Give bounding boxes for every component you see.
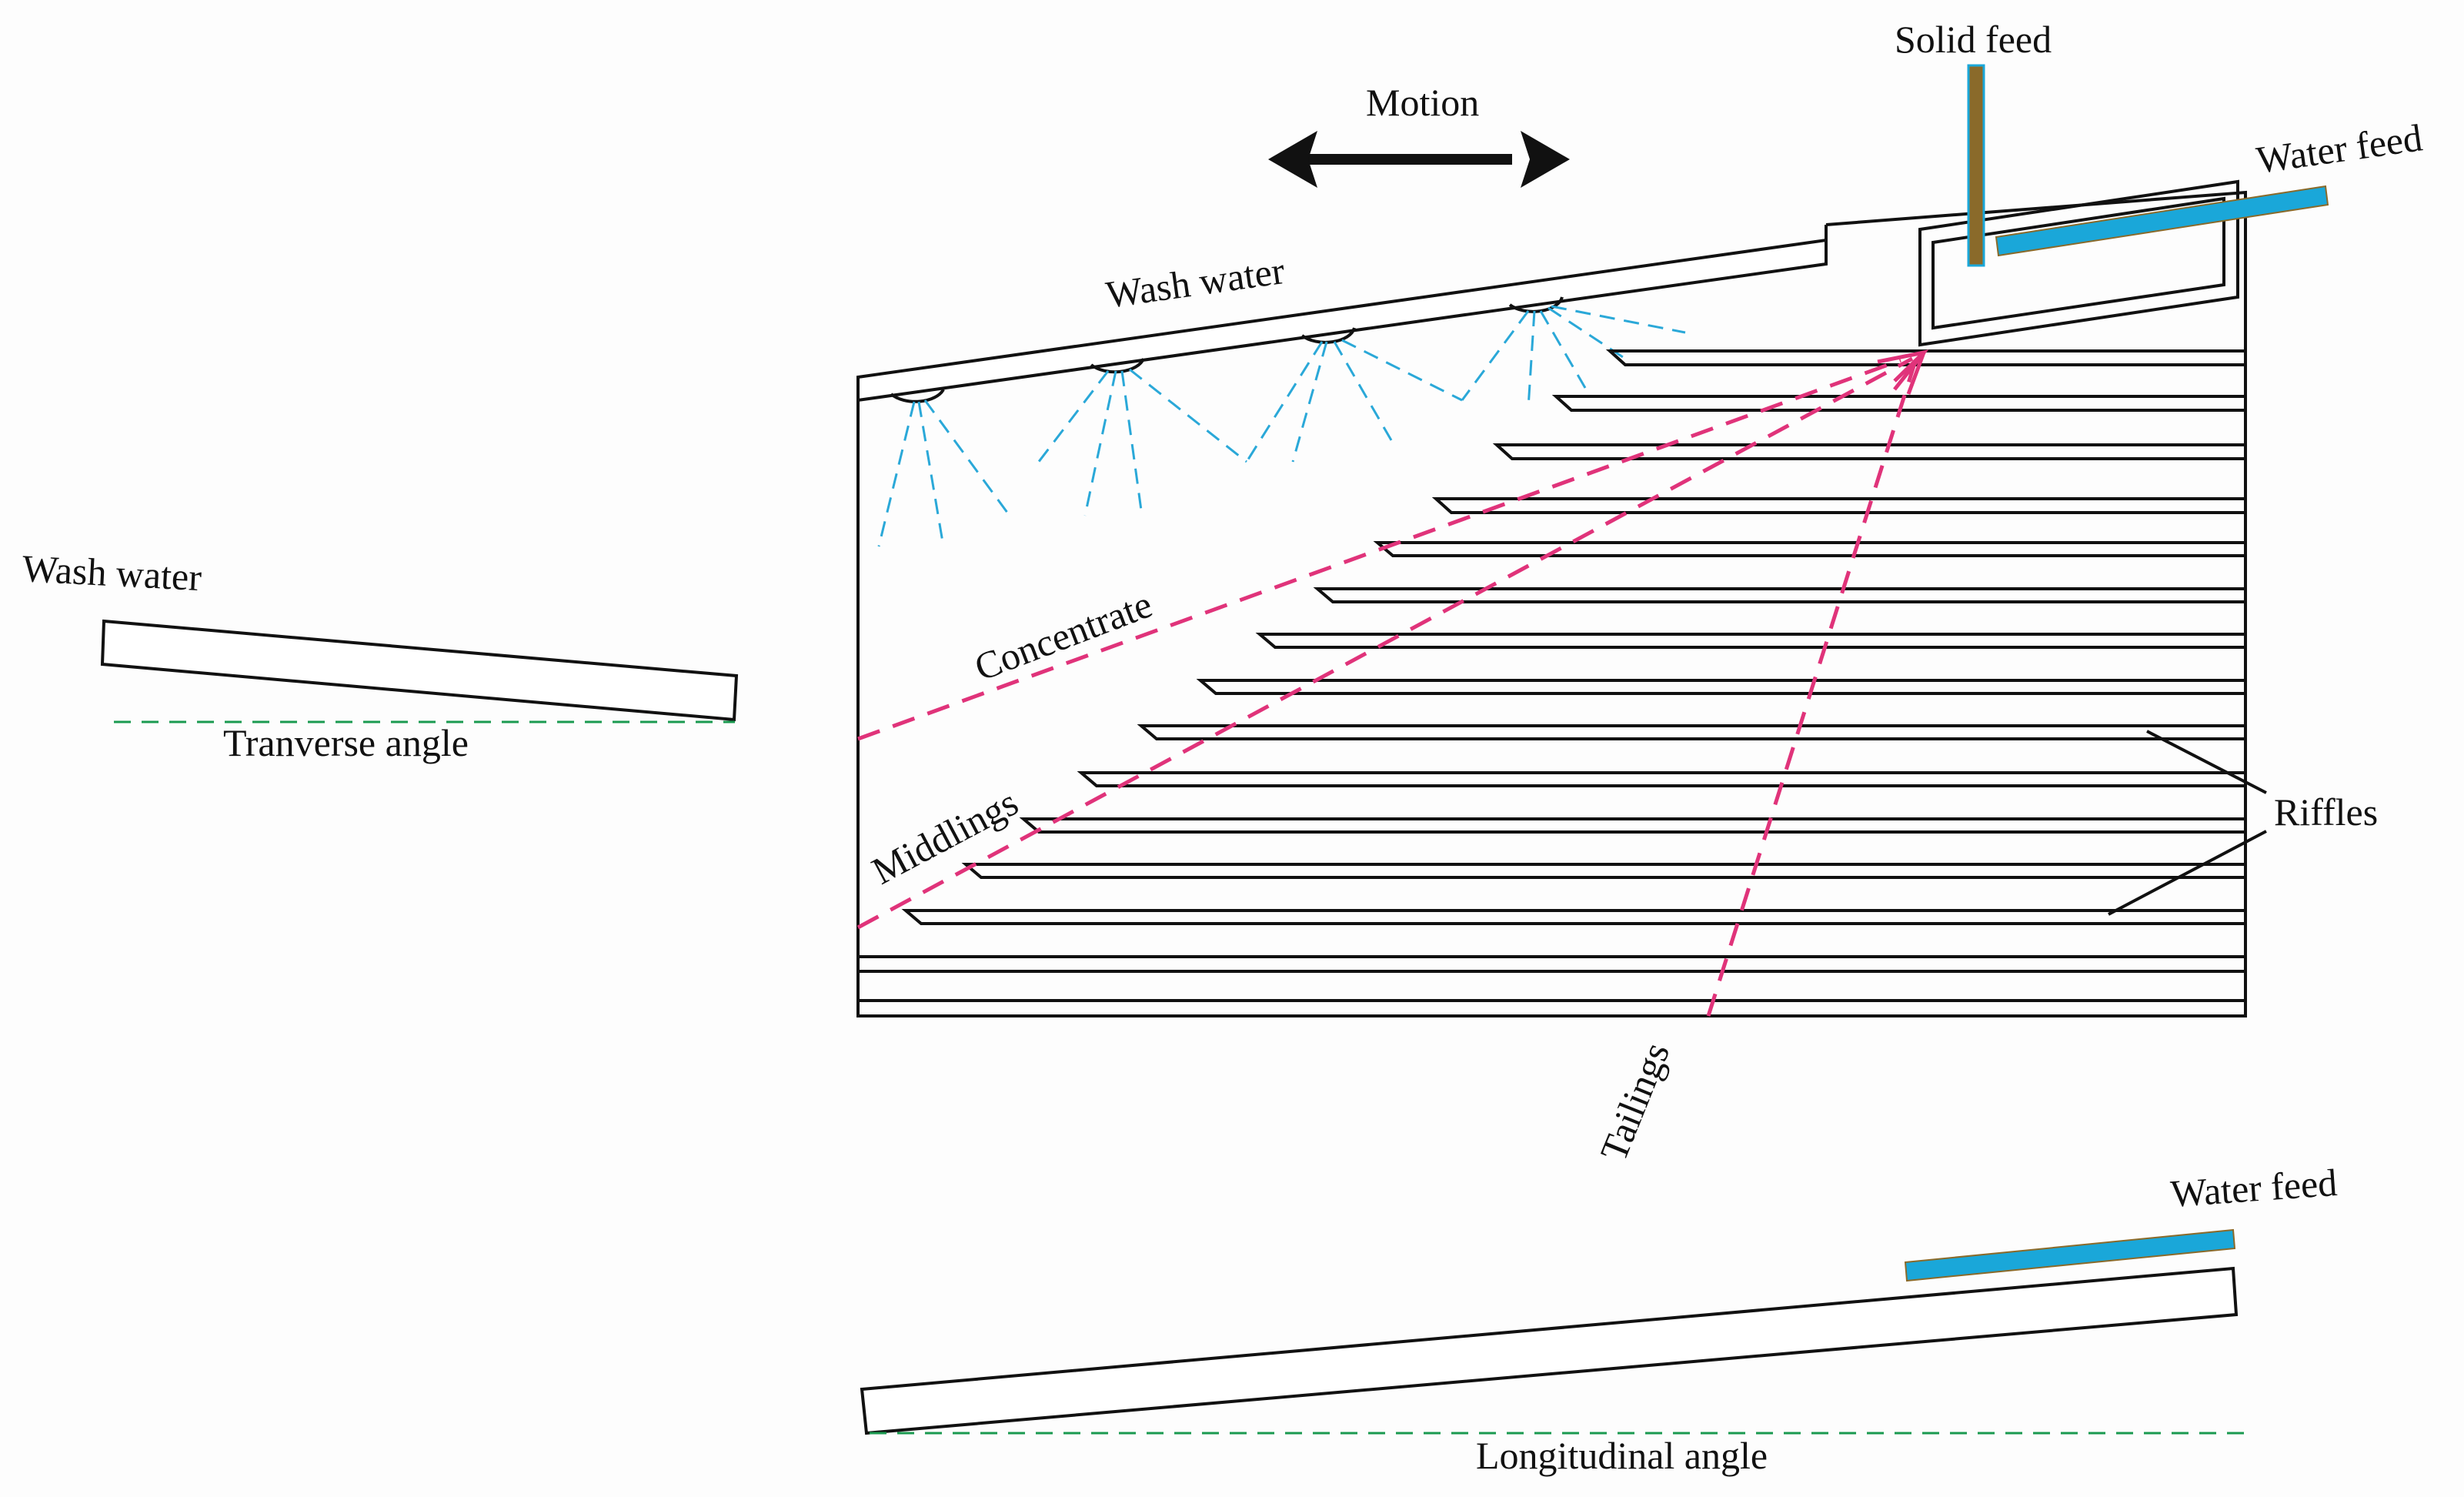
solid-feed-pipe <box>1967 64 1985 267</box>
riffle <box>1492 443 2245 460</box>
wash-water-launder <box>856 238 1828 403</box>
transverse-angle-label: Tranverse angle <box>223 721 469 764</box>
riffle <box>1605 349 2245 366</box>
middlings-label: Middlings <box>865 780 1025 893</box>
wash-water-top-label: Wash water <box>1103 249 1287 316</box>
water-feed-top-label: Water feed <box>2254 115 2425 182</box>
riffle <box>1551 395 2245 412</box>
motion-group: Motion <box>1268 81 1570 188</box>
concentrate-path <box>857 358 1901 741</box>
riffle <box>1077 771 2245 787</box>
tailings-label: Tailings <box>1591 1036 1678 1167</box>
riffle <box>1137 724 2245 740</box>
riffle <box>1019 817 2245 834</box>
flow-paths <box>856 356 1918 1017</box>
transverse-view: Wash water Tranverse angle <box>21 546 739 764</box>
riffles-label: Riffles <box>2274 790 2378 834</box>
riffle <box>901 909 2245 925</box>
double-headed-arrow-icon <box>1268 131 1570 188</box>
water-feed-pipe-top <box>1995 185 2329 257</box>
concentrate-label: Concentrate <box>969 582 1158 689</box>
main-table: Solid feed Water feed Wash water Concent… <box>856 18 2425 1167</box>
longitudinal-table-deck <box>860 1266 2239 1435</box>
riffle <box>961 863 2245 879</box>
longitudinal-view: Water feed Longitudinal angle <box>860 1161 2339 1477</box>
solid-feed-label: Solid feed <box>1895 18 2052 61</box>
water-feed-pipe-bottom <box>1904 1228 2236 1282</box>
feed-box-outer <box>1918 179 2239 347</box>
flow-arrowheads <box>1877 349 1929 395</box>
table-outline <box>856 190 2247 1017</box>
longitudinal-angle-label: Longitudinal angle <box>1476 1434 1768 1477</box>
riffle <box>1313 587 2245 603</box>
transverse-table-deck <box>100 619 739 722</box>
riffles <box>858 349 2245 1002</box>
motion-label: Motion <box>1366 81 1479 124</box>
tailings-path <box>1706 358 1918 1017</box>
riffle <box>1373 541 2245 557</box>
spray-nozzle <box>1300 327 1356 344</box>
riffle <box>1196 679 2245 695</box>
spray-nozzle <box>1090 358 1145 374</box>
spray-nozzles <box>890 296 1564 403</box>
wash-water-sprays <box>877 305 1686 547</box>
spray-nozzle <box>1508 296 1564 313</box>
spray-nozzle <box>890 388 945 403</box>
water-feed-bottom-label: Water feed <box>2169 1161 2339 1215</box>
riffles-callouts <box>2108 730 2267 916</box>
middlings-path <box>856 356 1914 930</box>
riffle <box>1255 633 2245 649</box>
riffle <box>1431 497 2245 514</box>
feed-box-inner <box>1931 196 2225 330</box>
wash-water-side-label: Wash water <box>21 546 202 599</box>
